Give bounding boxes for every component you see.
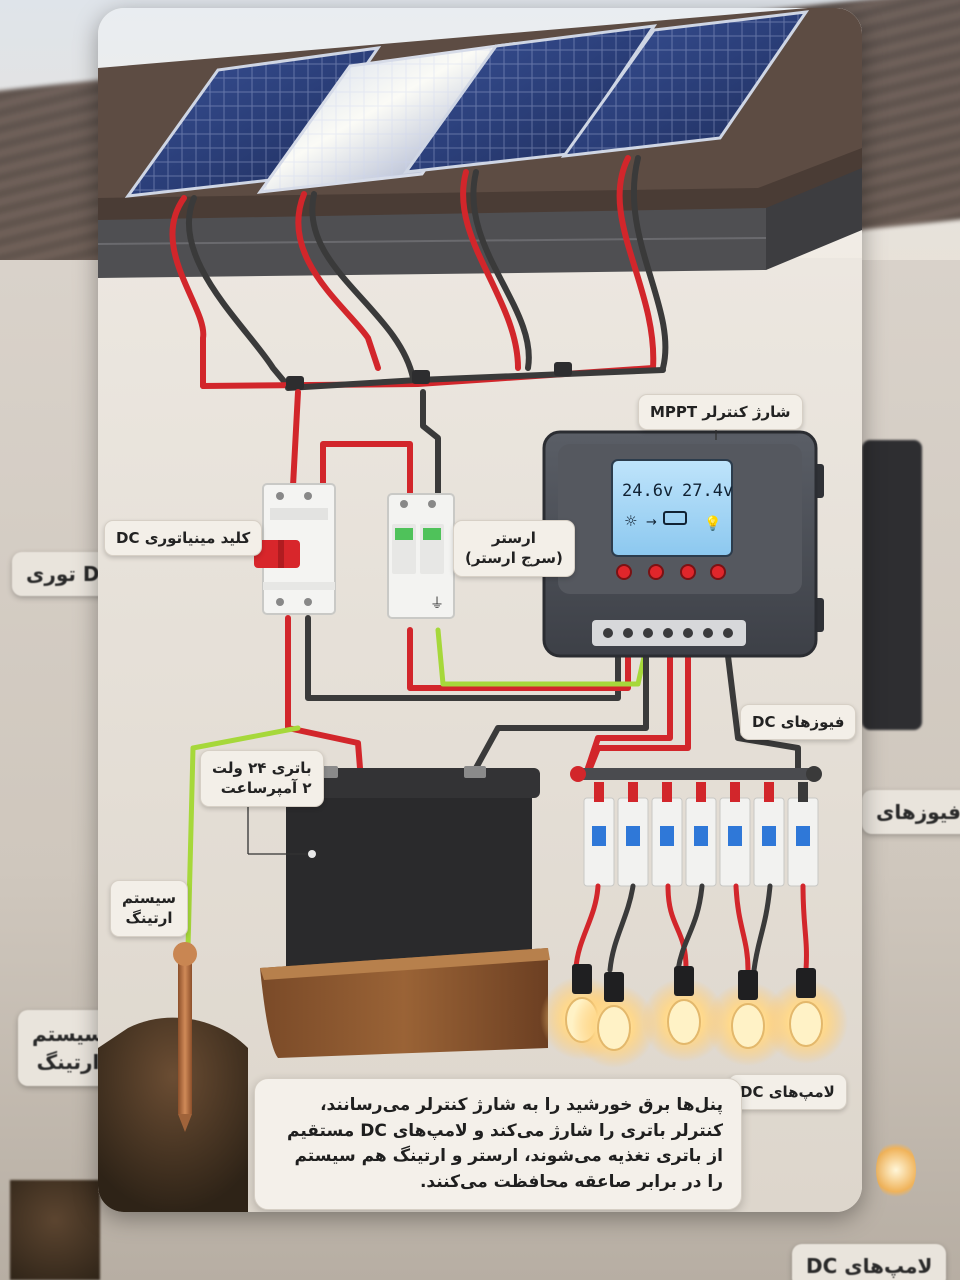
label-surge-arrester-line1: ارستر bbox=[491, 529, 536, 547]
solar-panel bbox=[124, 46, 382, 198]
background-label-fuses: فیوزهای bbox=[862, 790, 960, 834]
dc-fuse bbox=[719, 782, 751, 887]
dc-fuse bbox=[651, 782, 683, 887]
controller-button bbox=[648, 564, 664, 580]
background-bulb bbox=[876, 1140, 916, 1200]
controller-button bbox=[616, 564, 632, 580]
background-label-earthing-line2: ارتینگ bbox=[36, 1050, 100, 1074]
controller-display bbox=[611, 459, 733, 557]
label-battery-line1: باتری ۲۴ ولت bbox=[212, 759, 312, 777]
pv-voltage-readout: 24.6v bbox=[622, 481, 673, 501]
controller-button bbox=[680, 564, 696, 580]
dc-fuse bbox=[787, 782, 819, 887]
earthing-rod bbox=[98, 942, 248, 1212]
sun-icon: ☼ bbox=[624, 512, 637, 530]
battery-voltage-readout: 27.4v bbox=[682, 481, 733, 501]
label-dc-breaker: کلید مینیاتوری DC bbox=[104, 520, 263, 557]
solar-panel bbox=[560, 10, 810, 158]
bulb-icon: 💡 bbox=[704, 515, 721, 532]
controller-button bbox=[710, 564, 726, 580]
label-battery-line2: ۲ آمپرساعت bbox=[220, 779, 312, 798]
panel-cables bbox=[169, 155, 669, 391]
background-soil bbox=[10, 1180, 100, 1280]
mppt-controller: 24.6v 27.4v ☼ → 💡 bbox=[542, 430, 824, 658]
label-earthing-line2: ارتینگ bbox=[125, 909, 173, 928]
dc-fuse bbox=[617, 782, 649, 887]
lamp-wiring bbox=[573, 883, 809, 973]
breaker-toggle bbox=[254, 540, 300, 568]
arrow-icon: → bbox=[646, 515, 657, 530]
background-controller-edge bbox=[862, 440, 922, 730]
diagram-card: ⏚ 24.6v 27.4v ☼ → 💡 bbox=[98, 8, 862, 1212]
dc-fuse bbox=[583, 782, 615, 887]
battery bbox=[278, 766, 540, 978]
label-surge-arrester-line2: (سرج ارستر) bbox=[465, 549, 563, 568]
background-label-earthing-line1: سیستم bbox=[32, 1022, 105, 1046]
label-earthing-line1: سیستم bbox=[122, 889, 177, 907]
fuse-busbar bbox=[570, 766, 822, 782]
battery-icon bbox=[663, 511, 687, 525]
lamp-bulb bbox=[572, 972, 656, 1068]
label-earthing-system: سیستم ارتینگ bbox=[110, 880, 189, 937]
wooden-shelf bbox=[260, 948, 550, 1058]
ground-symbol-icon: ⏚ bbox=[430, 596, 444, 612]
label-mppt-controller: شارژ کنترلر MPPT bbox=[638, 394, 803, 431]
lamp-bulb bbox=[642, 966, 726, 1062]
solar-panels bbox=[124, 10, 810, 198]
background-label-lamps: لامپ‌های DC bbox=[792, 1244, 947, 1280]
lamp-bulb bbox=[764, 968, 848, 1064]
dc-fuse bbox=[685, 782, 717, 887]
label-dc-lamps: لامپ‌های DC bbox=[728, 1074, 847, 1111]
label-battery: باتری ۲۴ ولت ۲ آمپرساعت bbox=[200, 750, 324, 807]
device-wiring bbox=[185, 389, 801, 951]
solar-system-diagram: ⏚ 24.6v 27.4v ☼ → 💡 bbox=[98, 8, 862, 1212]
surge-arrester: ⏚ bbox=[387, 493, 455, 619]
dc-breaker bbox=[254, 483, 336, 615]
label-surge-arrester: ارستر (سرج ارستر) bbox=[453, 520, 575, 577]
label-dc-fuses: فیوزهای DC bbox=[740, 704, 857, 741]
dc-fuses bbox=[583, 782, 819, 887]
solar-panel bbox=[402, 24, 658, 174]
dc-lamps bbox=[540, 964, 848, 1068]
caption-box: پنل‌ها برق خورشید را به شارژ کنترلر می‌ر… bbox=[254, 1078, 742, 1210]
dc-fuse bbox=[753, 782, 785, 887]
